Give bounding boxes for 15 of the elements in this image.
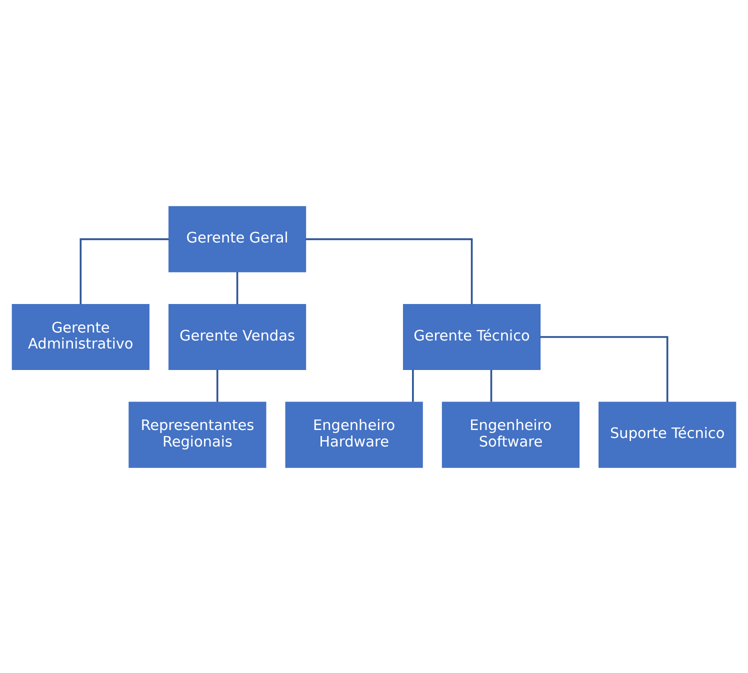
node-box: Gerente Técnico <box>402 303 541 370</box>
connector <box>306 238 473 304</box>
connector <box>80 238 169 304</box>
connector <box>412 369 414 402</box>
connector <box>540 336 668 402</box>
connector <box>236 272 238 304</box>
connector <box>216 369 218 402</box>
node-box: Gerente Geral <box>168 206 306 272</box>
node-box: Engenheiro Hardware <box>285 401 423 468</box>
node-box: Engenheiro Software <box>442 401 580 468</box>
node-box: Gerente Vendas <box>168 303 306 370</box>
node-box: Representantes Regionais <box>128 401 266 468</box>
node-box: Suporte Técnico <box>598 401 736 468</box>
node-box: Gerente Administrativo <box>12 303 150 370</box>
connector <box>490 369 492 402</box>
